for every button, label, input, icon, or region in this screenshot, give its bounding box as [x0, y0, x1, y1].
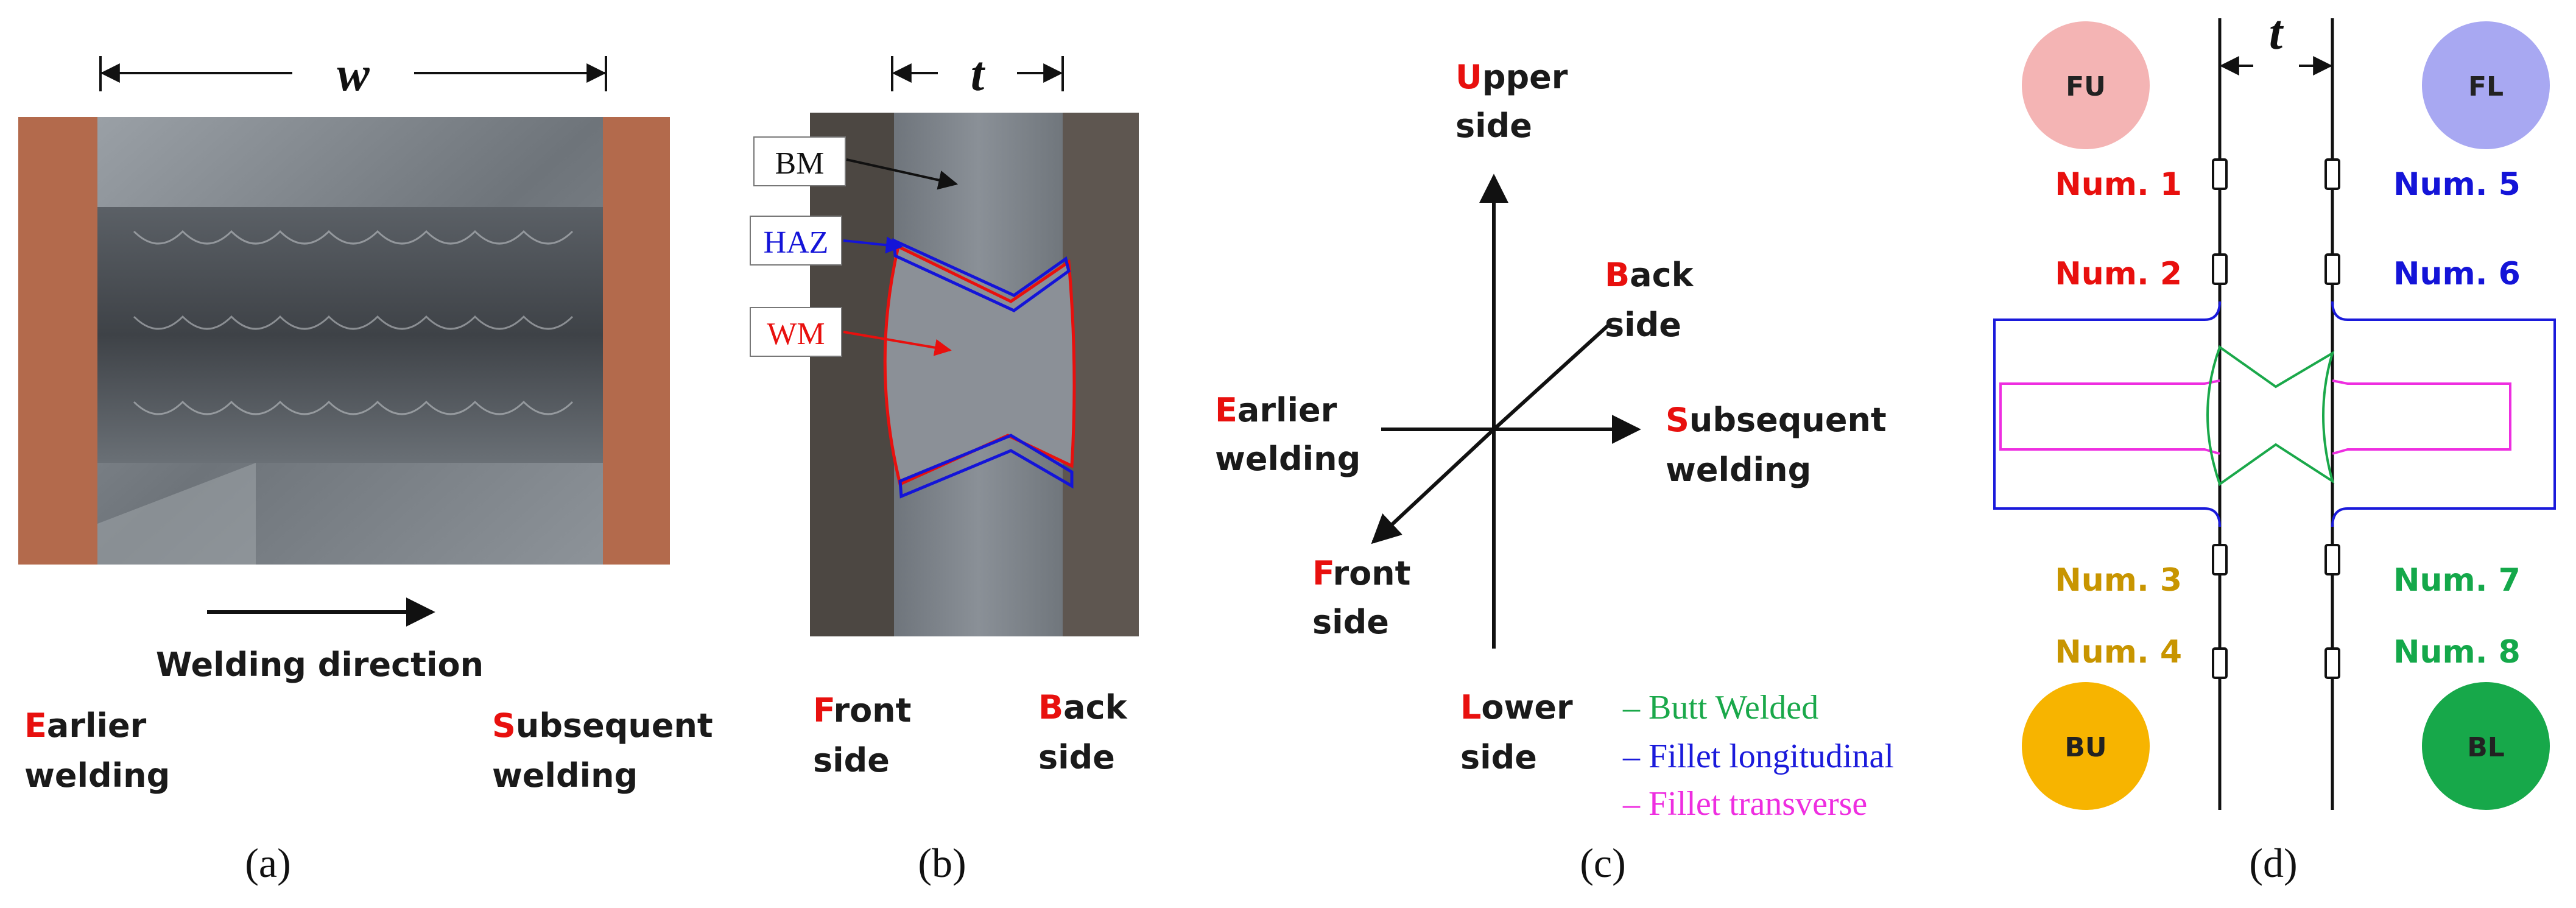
front-side-label-c: Front — [1312, 554, 1410, 593]
bm-label: BM — [775, 146, 825, 181]
strain-gauges — [2212, 158, 2340, 679]
fillet-longitudinal-left — [1993, 301, 2221, 527]
gauge-1 — [2212, 158, 2228, 190]
svg-text:side: side — [1460, 738, 1537, 776]
front-side-label-b: Front — [813, 691, 911, 730]
fillet-longitudinal-right — [2331, 301, 2556, 527]
earlier-welding-label-line2: welding — [24, 756, 170, 795]
num-4-label: Num. 4 — [2055, 634, 2182, 670]
circle-bl — [2422, 682, 2550, 810]
legend-item-fillet-longitudinal: – Fillet longitudinal — [1622, 737, 1894, 775]
circle-fu — [2022, 21, 2150, 149]
upper-side-label: Upper — [1455, 58, 1568, 96]
svg-text:welding: welding — [1215, 440, 1360, 478]
wm-label: WM — [767, 317, 825, 351]
thickness-symbol-b: t — [971, 48, 986, 101]
earlier-welding-label: Earlier — [24, 706, 147, 745]
haz-upper-outline — [892, 238, 1071, 312]
num-6-label: Num. 6 — [2393, 256, 2521, 292]
svg-text:BU: BU — [2064, 732, 2106, 763]
thickness-symbol-d: t — [2269, 6, 2284, 60]
fillet-transverse-right — [2332, 379, 2511, 455]
panel-b: t BM HAZ WM Front side Back side (b) — [750, 48, 1139, 886]
gauge-5 — [2324, 158, 2340, 190]
panel-a: w Welding direction Earlier welding Subs… — [18, 48, 713, 886]
back-side-label-b: Back — [1038, 688, 1128, 727]
front-axis — [1371, 428, 1496, 544]
svg-text:FU: FU — [2066, 71, 2106, 102]
panel-c: Upper side Back side Earlier welding Sub… — [1215, 58, 1887, 886]
gauge-6 — [2324, 253, 2340, 285]
haz-lower-outline — [898, 434, 1074, 499]
num-2-label: Num. 2 — [2055, 256, 2182, 292]
gauge-2 — [2212, 253, 2228, 285]
legend-item-fillet-transverse: – Fillet transverse — [1622, 785, 1867, 823]
subsequent-welding-label-line2: welding — [492, 756, 638, 795]
svg-text:FL: FL — [2468, 71, 2504, 102]
back-side-label-c: Back — [1605, 256, 1694, 294]
caption-b: (b) — [918, 840, 966, 886]
caption-d: (d) — [2249, 840, 2297, 886]
gauge-3 — [2212, 544, 2228, 575]
num-1-label: Num. 1 — [2055, 166, 2182, 203]
haz-label: HAZ — [764, 225, 829, 260]
weld-metal-outline — [883, 244, 1076, 487]
back-axis — [1492, 324, 1610, 431]
fillet-transverse-left — [1999, 379, 2220, 455]
svg-text:BL: BL — [2467, 732, 2505, 763]
svg-text:welding: welding — [1666, 451, 1811, 489]
butt-weld-outline — [2206, 345, 2335, 487]
gauge-4 — [2212, 647, 2228, 679]
circle-bu — [2022, 682, 2150, 810]
legend-item-butt-welded: – Butt Welded — [1622, 689, 1818, 727]
num-7-label: Num. 7 — [2393, 562, 2521, 599]
subsequent-welding-label-c: Subsequent — [1666, 401, 1887, 439]
subsequent-welding-label: Subsequent — [492, 706, 713, 745]
caption-a: (a) — [245, 840, 290, 886]
legend: – Butt Welded – Fillet longitudinal – Fi… — [1622, 689, 1894, 823]
svg-text:side: side — [1312, 603, 1389, 641]
num-3-label: Num. 3 — [2055, 562, 2182, 599]
lower-side-label: Lower — [1460, 688, 1573, 727]
earlier-welding-label-c: Earlier — [1215, 391, 1337, 429]
circle-fl — [2422, 21, 2550, 149]
caption-c: (c) — [1580, 840, 1625, 886]
svg-text:side: side — [1605, 306, 1681, 344]
width-symbol: w — [337, 48, 370, 101]
svg-text:side: side — [1038, 738, 1115, 776]
panel-d: t FU FL BU BL Num. 1 Num. 2 Num. 5 — [1993, 6, 2556, 886]
gauge-8 — [2324, 647, 2340, 679]
svg-text:side: side — [1455, 107, 1532, 145]
svg-text:side: side — [813, 741, 890, 780]
gauge-7 — [2324, 544, 2340, 575]
num-8-label: Num. 8 — [2393, 634, 2521, 670]
welding-direction-label: Welding direction — [156, 646, 484, 684]
num-5-label: Num. 5 — [2393, 166, 2521, 203]
weld-bead — [97, 207, 603, 463]
